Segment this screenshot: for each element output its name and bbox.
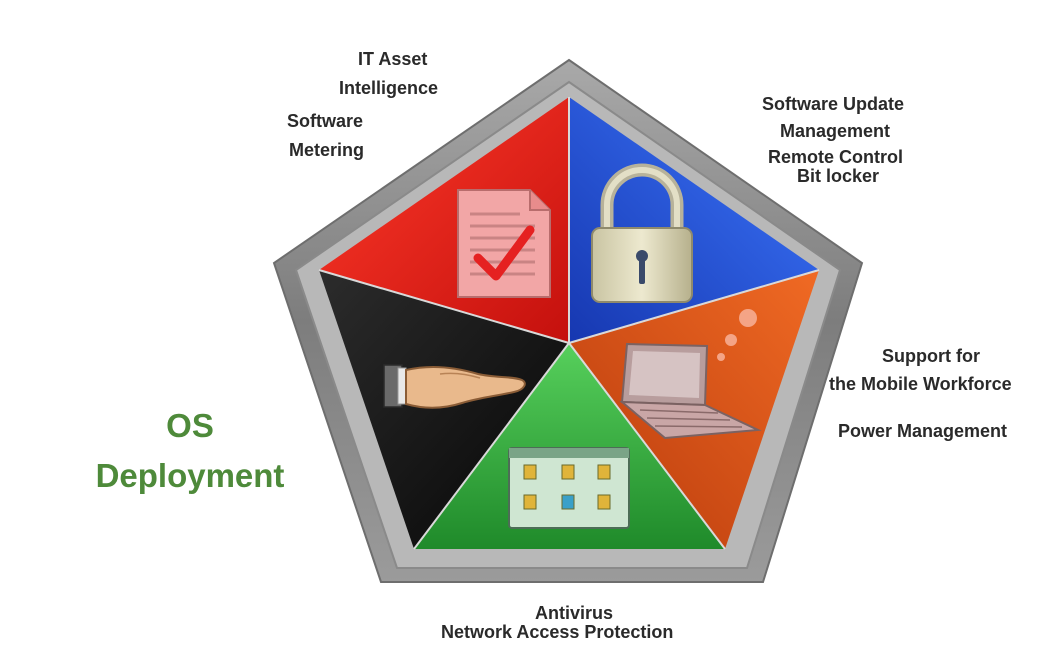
label-it-asset: IT Asset xyxy=(358,49,428,69)
label-network-access-protection: Network Access Protection xyxy=(441,622,674,642)
label-metering: Metering xyxy=(289,140,365,160)
label-bit-locker: Bit locker xyxy=(797,166,880,186)
label-deployment: Deployment xyxy=(95,457,285,494)
open-hand-icon xyxy=(383,364,526,409)
segment-black xyxy=(319,270,569,549)
label-management: Management xyxy=(780,121,891,141)
label-os: OS xyxy=(166,407,214,444)
label-power-management: Power Management xyxy=(838,421,1008,441)
padlock-icon xyxy=(591,163,693,303)
label-mobile-workforce: the Mobile Workforce xyxy=(829,374,1012,394)
label-software: Software xyxy=(287,111,364,131)
segment-green xyxy=(414,343,725,549)
label-intelligence: Intelligence xyxy=(339,78,439,98)
label-software-update: Software Update xyxy=(762,94,905,114)
document-check-icon xyxy=(457,189,551,298)
label-remote-control: Remote Control xyxy=(768,147,903,167)
segment-dividers xyxy=(318,97,820,550)
laptop-icon xyxy=(619,309,762,440)
label-support-for: Support for xyxy=(882,346,980,366)
label-antivirus: Antivirus xyxy=(535,603,614,623)
application-window-icon xyxy=(508,447,630,529)
